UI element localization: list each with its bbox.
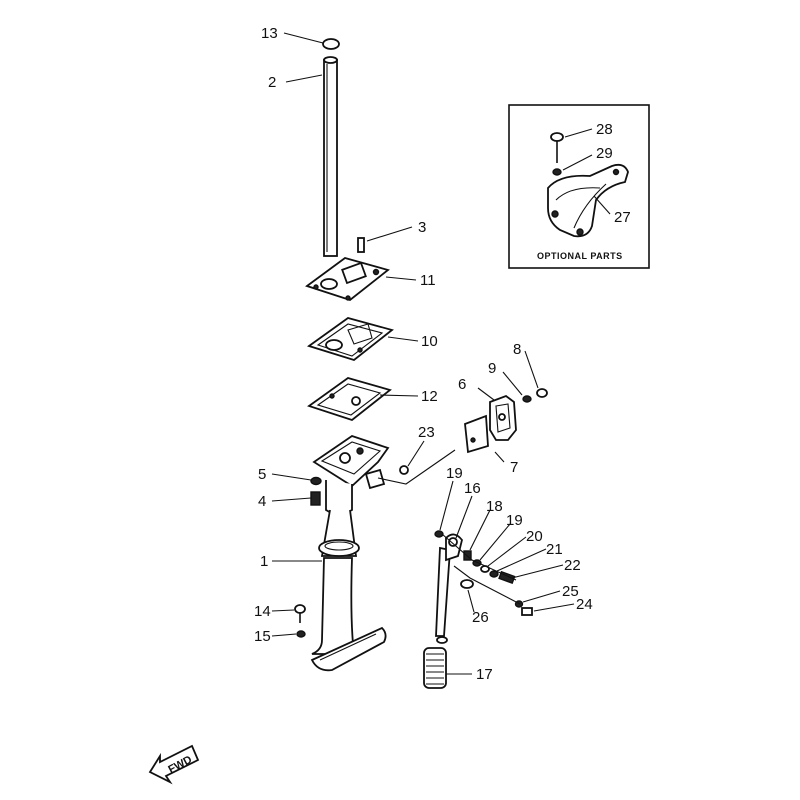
part-14-bolt	[294, 604, 306, 623]
callout-13: 13	[261, 25, 278, 42]
callout-19-a: 19	[446, 465, 463, 482]
callout-4: 4	[258, 493, 266, 510]
callout-2: 2	[268, 74, 276, 91]
callout-15: 15	[254, 628, 271, 645]
part-15-washer	[296, 630, 306, 638]
part-2-drive-shaft	[323, 56, 338, 257]
callout-26: 26	[472, 609, 489, 626]
part-7-plate	[464, 414, 489, 454]
part-8-screw	[536, 388, 548, 398]
callout-27: 27	[614, 209, 631, 226]
part-26-washer	[460, 579, 474, 589]
part-10-gasket	[307, 317, 394, 362]
callout-3: 3	[418, 219, 426, 236]
callout-11: 11	[420, 272, 436, 289]
part-19-washer-a	[434, 530, 444, 538]
optional-parts-box: 28 29 27 OPTIONAL PARTS	[508, 104, 650, 269]
callout-25: 25	[562, 583, 579, 600]
part-17-handle-assembly	[423, 533, 463, 689]
callout-14: 14	[254, 603, 271, 620]
leader-lines	[271, 32, 575, 675]
part-11-plate	[305, 257, 390, 302]
callout-6: 6	[458, 376, 466, 393]
part-16-ring	[448, 537, 458, 547]
part-4-bolt	[310, 491, 321, 506]
callout-23: 23	[418, 424, 435, 441]
part-5-washer	[310, 476, 322, 486]
assembly-line-b	[441, 533, 517, 581]
part-23-grommet	[399, 465, 409, 475]
part-24-screw	[521, 607, 533, 616]
part-13-cap	[322, 38, 340, 50]
callout-8: 8	[513, 341, 521, 358]
callout-28: 28	[596, 121, 613, 138]
part-21-washer	[489, 570, 499, 578]
callout-19-b: 19	[506, 512, 523, 529]
part-9-washer	[522, 395, 532, 403]
callout-20: 20	[526, 528, 543, 545]
callout-1: 1	[260, 553, 268, 570]
fwd-arrow: FWD	[148, 744, 200, 785]
linkage-line	[377, 449, 456, 485]
optional-washer-29	[552, 168, 562, 176]
callout-22: 22	[564, 557, 581, 574]
callout-16: 16	[464, 480, 481, 497]
callout-17: 17	[476, 666, 493, 683]
callout-7: 7	[510, 459, 518, 476]
callout-24: 24	[576, 596, 593, 613]
optional-bracket-27	[547, 163, 629, 238]
callout-9: 9	[488, 360, 496, 377]
optional-parts-label: OPTIONAL PARTS	[537, 251, 623, 261]
callout-18: 18	[486, 498, 503, 515]
callout-10: 10	[421, 333, 438, 350]
part-6-bracket	[489, 394, 517, 441]
assembly-line-c	[453, 565, 521, 605]
part-3-dowel-pin	[357, 237, 365, 253]
callout-12: 12	[421, 388, 438, 405]
part-12-gasket	[307, 377, 392, 422]
part-1-upper-casing	[310, 435, 390, 672]
callout-5: 5	[258, 466, 266, 483]
optional-bolt-28	[550, 132, 564, 163]
callout-21: 21	[546, 541, 563, 558]
callout-29: 29	[596, 145, 613, 162]
